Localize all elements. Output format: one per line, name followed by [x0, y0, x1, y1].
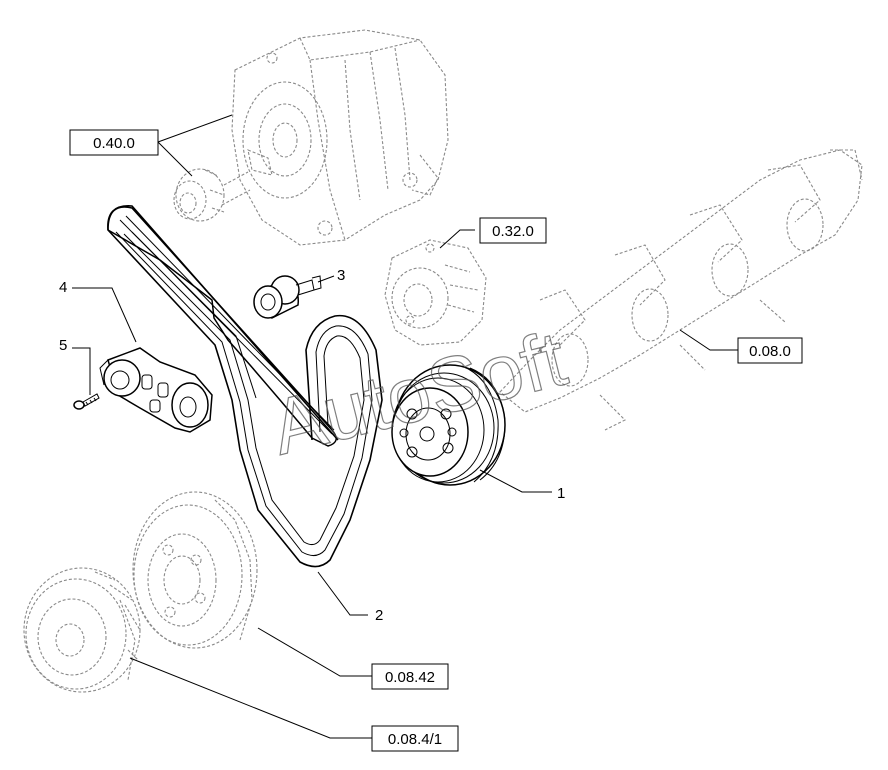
idler-roller: [253, 275, 322, 320]
ref-damper[interactable]: 0.08.42: [371, 663, 449, 690]
callout-3: 3: [337, 267, 345, 284]
poly-v-belt: [107, 205, 383, 568]
callout-2: 2: [375, 607, 383, 624]
ref-damper-label: 0.08.42: [385, 669, 435, 686]
ref-alternator-label: 0.40.0: [93, 135, 135, 152]
ref-water-pump-label: 0.32.0: [492, 223, 534, 240]
damper-ghost: [132, 491, 258, 649]
callout-5: 5: [59, 337, 67, 354]
screw: [73, 393, 100, 410]
crank-pulley-ghost: [23, 567, 141, 693]
belt-tensioner: [99, 347, 213, 433]
ref-water-pump[interactable]: 0.32.0: [479, 217, 547, 244]
callout-4: 4: [59, 279, 67, 296]
callout-1: 1: [557, 485, 565, 502]
ref-crank-pulley[interactable]: 0.08.4/1: [371, 725, 459, 752]
alternator-ghost: [173, 29, 449, 246]
crankshaft-ghost: [499, 149, 863, 431]
ref-crankshaft-label: 0.08.0: [749, 343, 791, 360]
ref-crankshaft[interactable]: 0.08.0: [737, 337, 803, 364]
ref-crank-pulley-label: 0.08.4/1: [388, 731, 442, 748]
pulley: [391, 364, 506, 486]
water-pump-ghost: [384, 239, 487, 346]
leader-lines: [72, 114, 738, 739]
ref-alternator[interactable]: 0.40.0: [69, 129, 159, 156]
